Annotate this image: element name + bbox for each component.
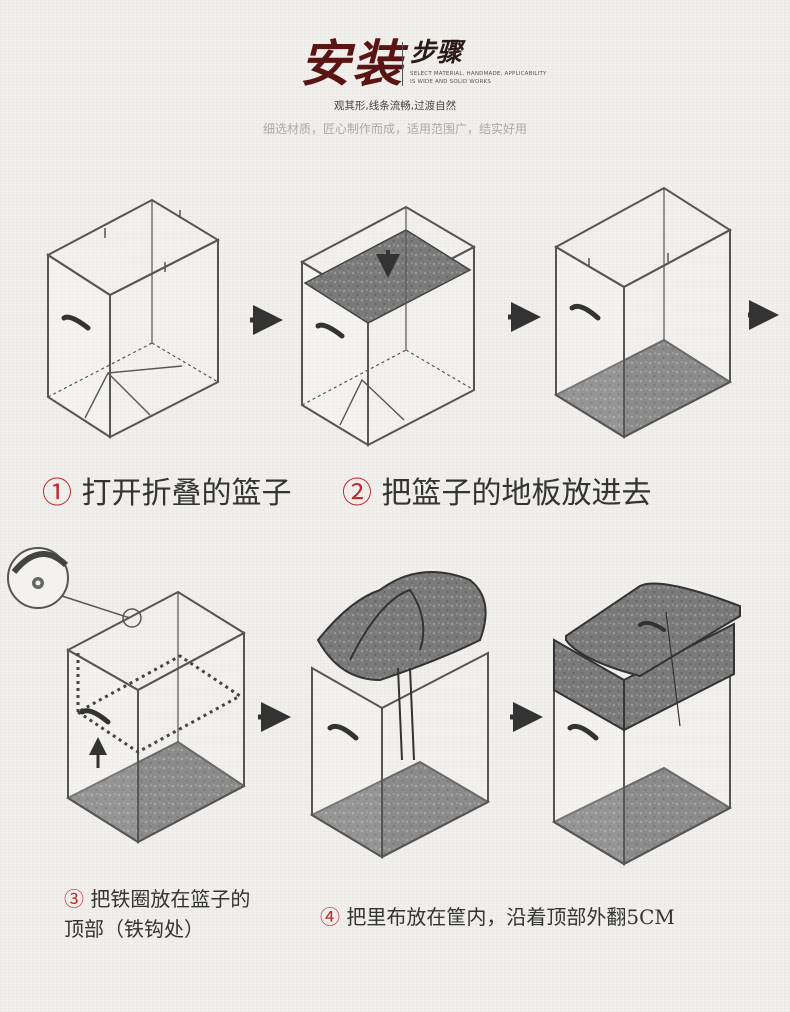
basket-step3: [553, 186, 733, 439]
iron-hook-icon: [7, 547, 142, 628]
title-divider: [402, 42, 403, 86]
tagline: 细选材质，匠心制作而成，适用范围广，结实好用: [262, 122, 527, 136]
handle-icon: [569, 303, 601, 321]
page-title: 安装: [300, 34, 404, 93]
basket-step1: [46, 198, 221, 439]
page-title-secondary: 步骤: [410, 38, 463, 68]
basket-step6: [551, 582, 741, 866]
handle-icon: [79, 708, 111, 725]
handle-icon: [315, 322, 345, 339]
handle-icon: [567, 723, 599, 741]
handle-icon: [638, 620, 666, 632]
basket-step5: [309, 571, 491, 859]
header: 安装 步骤 SELECT MATERIAL, HANDMADE, APPLICA…: [0, 30, 790, 140]
handle-icon: [61, 314, 91, 331]
basket-step4: [65, 590, 246, 844]
title-english: SELECT MATERIAL, HANDMADE, APPLICABILITY…: [410, 71, 547, 85]
step2-caption: ② 把篮子的地板放进去: [342, 476, 652, 511]
step4-caption: ④ 把里布放在筐内，沿着顶部外翻5CM: [320, 905, 675, 929]
step3-caption: ③ 把铁圈放在篮子的顶部（铁钩处）: [64, 887, 251, 941]
subtitle: 观其形,线条流畅,过渡自然: [333, 100, 457, 112]
step1-caption: ① 打开折叠的篮子: [42, 476, 292, 511]
handle-icon: [327, 723, 359, 741]
